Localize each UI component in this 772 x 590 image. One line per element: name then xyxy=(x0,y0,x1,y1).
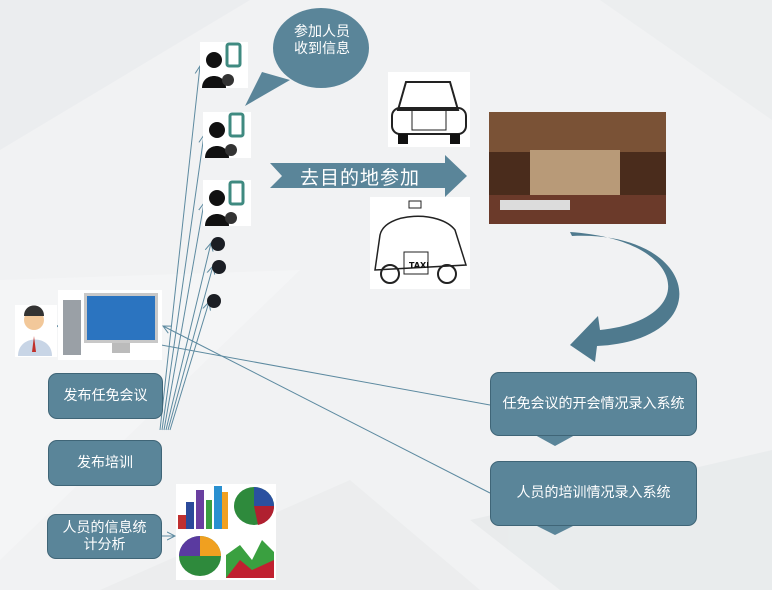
charts-image xyxy=(176,484,276,580)
taxi-sign-text: TAXI xyxy=(409,261,429,270)
admin-icon xyxy=(15,305,57,357)
bubble-text: 参加人员收到信息 xyxy=(294,24,350,57)
participant-phone-icon xyxy=(203,112,251,158)
taxi-image: TAXI xyxy=(370,197,470,289)
computer-icon xyxy=(58,290,162,360)
participant-phone-icon xyxy=(203,180,251,226)
publish-training-button[interactable]: 发布培训 xyxy=(48,440,162,486)
meeting-record-entry-box[interactable]: 任免会议的开会情况录入系统 xyxy=(490,372,697,436)
publish-appointment-meeting-button[interactable]: 发布任免会议 xyxy=(48,373,163,419)
more-participants-dot xyxy=(211,237,225,251)
participant-icons xyxy=(200,42,251,308)
speech-bubble xyxy=(245,8,369,106)
curved-return-arrow xyxy=(570,232,680,362)
car-image xyxy=(388,72,470,147)
participant-phone-icon xyxy=(200,42,248,88)
more-participants-dot xyxy=(212,260,226,274)
more-participants-dot xyxy=(207,294,221,308)
personnel-statistics-button[interactable]: 人员的信息统计分析 xyxy=(47,514,162,559)
travel-arrow-label: 去目的地参加 xyxy=(300,167,421,189)
conference-room-photo xyxy=(489,112,666,224)
travel-arrow xyxy=(270,155,467,197)
training-record-entry-box[interactable]: 人员的培训情况录入系统 xyxy=(490,461,697,526)
